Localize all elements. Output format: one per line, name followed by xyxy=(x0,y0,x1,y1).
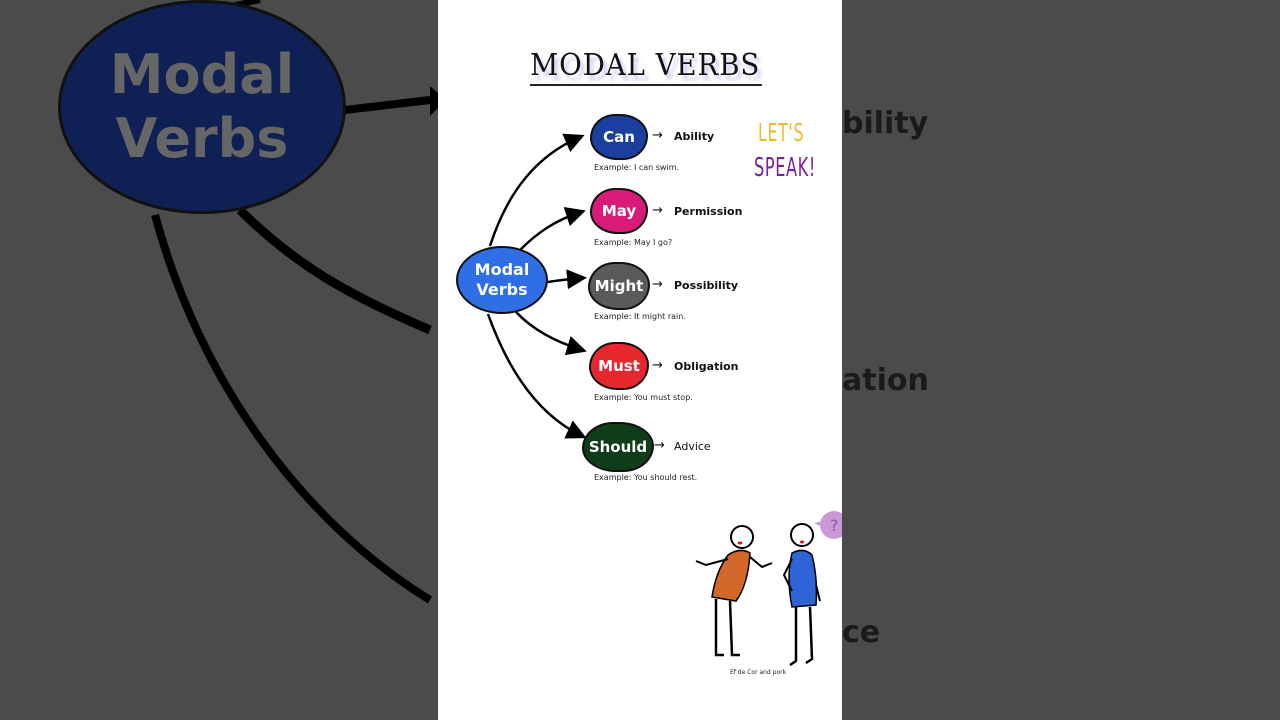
meaning-advice: Advice xyxy=(674,440,711,453)
figure-right xyxy=(782,523,821,667)
right-arrow-icon: → xyxy=(652,358,663,373)
right-arrow-icon: → xyxy=(654,438,665,453)
hub-line2: Verbs xyxy=(476,280,528,299)
verb-cloud-can: Can xyxy=(590,114,648,160)
background-fragment-advice: ce xyxy=(842,615,881,650)
verb-cloud-may: May xyxy=(590,188,648,234)
poster-title: MODAL VERBS xyxy=(530,48,763,86)
verb-cloud-should: Should xyxy=(582,422,654,472)
background-fragment-ability: bility xyxy=(842,106,929,141)
stick-figures-illustration: ? xyxy=(695,511,842,667)
arrow-to-may xyxy=(519,207,586,251)
right-arrow-icon: → xyxy=(652,128,663,143)
hub-modal-verbs: Modal Verbs xyxy=(456,246,548,314)
arrow-to-might xyxy=(547,269,587,290)
speech-bubble-question-icon: ? xyxy=(814,511,842,539)
hub-line1: Modal xyxy=(474,260,530,279)
background-hub-line2: Verbs xyxy=(115,107,289,170)
arrow-to-can xyxy=(488,133,585,247)
verb-cloud-must: Must xyxy=(589,342,649,390)
right-arrow-icon: → xyxy=(652,277,663,292)
lets-label: LET'S xyxy=(758,118,805,147)
speak-label: SPEAK! xyxy=(754,153,816,183)
arrow-to-should xyxy=(486,313,587,439)
svg-text:?: ? xyxy=(830,516,839,535)
meaning-permission: Permission xyxy=(674,205,743,218)
meaning-possibility: Possibility xyxy=(674,279,739,292)
example-must: Example: You must stop. xyxy=(594,393,693,402)
meaning-obligation: Obligation xyxy=(674,360,739,373)
background-fragment-obligation: ation xyxy=(842,363,929,398)
arrow-to-must xyxy=(515,311,587,356)
example-may: Example: May I go? xyxy=(594,238,673,247)
poster-panel: MODAL VERBS Modal Verbs Can → Ability Ex… xyxy=(438,0,842,720)
connector-arrows xyxy=(486,133,587,439)
example-might: Example: It might rain. xyxy=(594,312,686,321)
background-hub-line1: Modal xyxy=(109,43,295,106)
illustration-caption: Ef de Cor and pork xyxy=(730,669,787,676)
verb-cloud-might: Might xyxy=(588,262,650,310)
example-can: Example: I can swim. xyxy=(594,163,680,172)
right-arrow-icon: → xyxy=(652,203,663,218)
figure-left xyxy=(695,525,773,657)
background-hub-oval: Modal Verbs xyxy=(58,0,346,214)
meaning-ability: Ability xyxy=(674,130,715,143)
example-should: Example: You should rest. xyxy=(594,473,698,482)
